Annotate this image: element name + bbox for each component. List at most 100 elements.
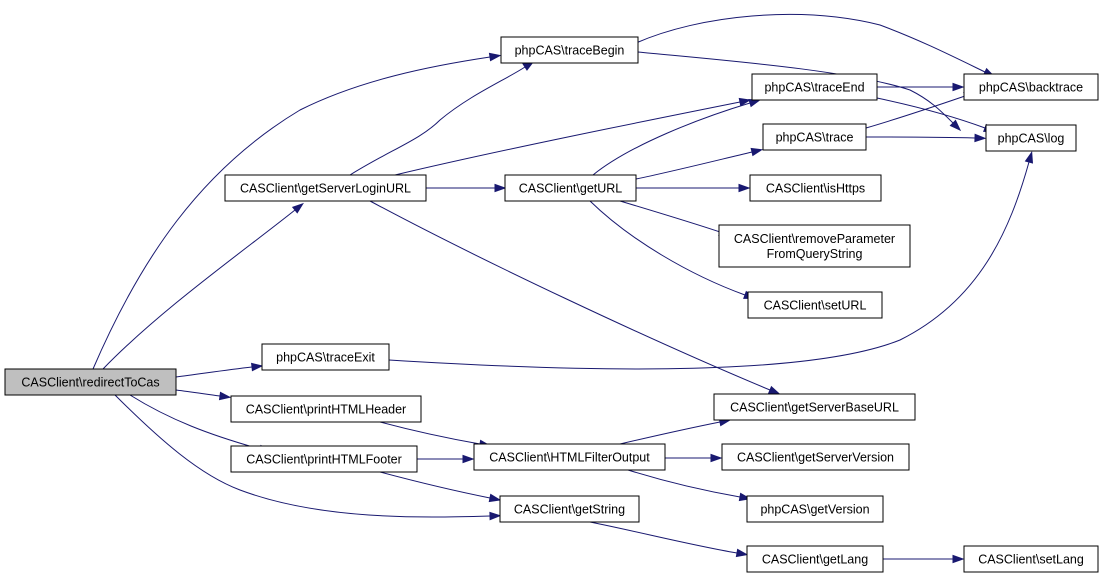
edge-traceBegin-to-backtrace	[635, 14, 996, 78]
node-box[interactable]	[499, 495, 640, 523]
edge-traceEnd-to-backtrace	[877, 82, 965, 92]
edge-line	[589, 200, 746, 296]
node-label: CASClient\isHttps	[766, 182, 865, 196]
node-label: CASClient\getServerLoginURL	[240, 182, 411, 196]
edge-line	[619, 421, 721, 445]
edge-printHTMLFooter-to-HTMLFilterOutput	[417, 454, 475, 464]
edge-traceEnd-to-log	[876, 97, 996, 132]
edge-line	[379, 471, 491, 499]
node-setURL[interactable]: CASClient\setURL	[747, 291, 883, 319]
node-label: phpCAS\backtrace	[979, 81, 1083, 95]
node-getString[interactable]: CASClient\getString	[499, 495, 640, 523]
edge-line	[635, 151, 753, 180]
arrowhead-icon	[710, 453, 723, 463]
edge-line	[129, 394, 261, 450]
arrowhead-icon	[738, 97, 752, 107]
edge-line	[114, 394, 491, 518]
node-box[interactable]	[963, 545, 1099, 573]
node-HTMLFilterOutput[interactable]: CASClient\HTMLFilterOutput	[473, 443, 666, 471]
edge-trace-to-log	[865, 133, 987, 143]
node-printHTMLFooter[interactable]: CASClient\printHTMLFooter	[230, 445, 418, 473]
arrowhead-icon	[767, 385, 781, 395]
node-label: CASClient\getURL	[519, 182, 623, 196]
node-label: phpCAS\trace	[776, 131, 854, 145]
node-box[interactable]	[504, 174, 637, 202]
edge-line	[388, 161, 1030, 370]
arrowhead-icon	[949, 119, 962, 132]
node-traceEnd[interactable]: phpCAS\traceEnd	[751, 73, 878, 101]
node-box[interactable]	[718, 224, 911, 268]
edge-line	[92, 56, 491, 370]
node-box[interactable]	[230, 395, 422, 423]
node-label: phpCAS\traceEnd	[764, 81, 864, 95]
node-label: CASClient\setURL	[764, 299, 867, 313]
arrowhead-icon	[952, 554, 965, 564]
edge-redirectToCas-to-traceExit	[175, 362, 264, 378]
node-getServerLoginURL[interactable]: CASClient\getServerLoginURL	[224, 174, 427, 202]
node-getVersion[interactable]: phpCAS\getVersion	[746, 495, 884, 523]
node-box[interactable]	[746, 545, 884, 573]
node-box[interactable]	[500, 36, 639, 64]
node-trace[interactable]: phpCAS\trace	[762, 123, 867, 151]
node-traceExit[interactable]: phpCAS\traceExit	[261, 343, 390, 371]
node-label: CASClient\printHTMLFooter	[246, 453, 402, 467]
node-box[interactable]	[230, 445, 418, 473]
edge-HTMLFilterOutput-to-getVersion	[627, 469, 752, 502]
edge-line	[865, 136, 976, 139]
node-getServerBaseURL[interactable]: CASClient\getServerBaseURL	[713, 393, 916, 421]
node-label: phpCAS\traceExit	[276, 351, 375, 365]
edge-getLang-to-setLang	[882, 554, 965, 564]
node-box[interactable]	[985, 124, 1077, 152]
node-box[interactable]	[751, 73, 878, 101]
node-log[interactable]: phpCAS\log	[985, 124, 1077, 152]
node-box[interactable]	[746, 495, 884, 523]
node-box[interactable]	[261, 343, 390, 371]
node-box[interactable]	[224, 174, 427, 202]
edge-line	[865, 95, 966, 129]
edge-getURL-to-traceEnd	[592, 99, 761, 176]
arrowhead-icon	[735, 548, 749, 558]
arrowhead-icon	[488, 52, 502, 62]
arrowhead-icon	[218, 391, 232, 401]
node-box[interactable]	[762, 123, 867, 151]
node-getURL[interactable]: CASClient\getURL	[504, 174, 637, 202]
node-traceBegin[interactable]: phpCAS\traceBegin	[500, 36, 639, 64]
edge-getServerLoginURL-to-getServerBaseURL	[369, 200, 781, 395]
node-label: CASClient\removeParameter	[734, 232, 895, 246]
node-label: CASClient\printHTMLHeader	[246, 403, 406, 417]
node-isHttps[interactable]: CASClient\isHttps	[749, 174, 882, 202]
edge-line	[592, 102, 751, 176]
node-backtrace[interactable]: phpCAS\backtrace	[963, 73, 1099, 101]
edge-redirectToCas-to-getString	[114, 394, 502, 521]
arrowhead-icon	[738, 183, 751, 193]
edge-getURL-to-trace	[635, 147, 764, 180]
edge-getServerLoginURL-to-getURL	[426, 183, 507, 193]
edge-HTMLFilterOutput-to-getServerBaseURL	[619, 417, 732, 445]
edge-line	[876, 97, 986, 129]
edge-printHTMLFooter-to-getString	[379, 471, 502, 503]
edge-line	[102, 209, 296, 370]
node-printHTMLHeader[interactable]: CASClient\printHTMLHeader	[230, 395, 422, 423]
edge-redirectToCas-to-traceBegin	[92, 52, 502, 370]
node-box[interactable]	[963, 73, 1099, 101]
node-box[interactable]	[4, 368, 177, 396]
edge-trace-to-backtrace	[865, 92, 976, 129]
node-box[interactable]	[747, 291, 883, 319]
arrowhead-icon	[488, 493, 502, 503]
node-box[interactable]	[473, 443, 666, 471]
arrowhead-icon	[974, 133, 987, 143]
arrowhead-icon	[462, 454, 475, 464]
node-setLang[interactable]: CASClient\setLang	[963, 545, 1099, 573]
node-box[interactable]	[749, 174, 882, 202]
edge-line	[635, 14, 986, 73]
edge-line	[394, 101, 741, 176]
node-getLang[interactable]: CASClient\getLang	[746, 545, 884, 573]
arrowhead-icon	[1024, 150, 1034, 164]
edge-redirectToCas-to-printHTMLHeader	[175, 389, 232, 401]
node-box[interactable]	[713, 393, 916, 421]
node-box[interactable]	[721, 443, 910, 471]
node-redirectToCas[interactable]: CASClient\redirectToCas	[4, 368, 177, 396]
node-getServerVersion[interactable]: CASClient\getServerVersion	[721, 443, 910, 471]
